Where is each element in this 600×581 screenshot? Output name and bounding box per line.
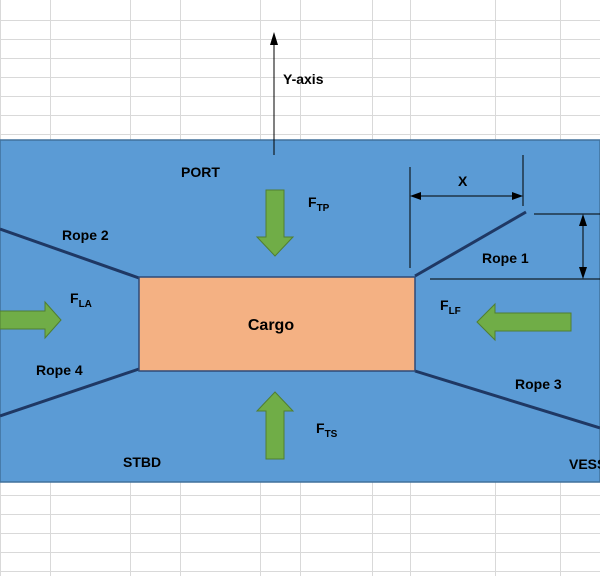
y-dimension-arrowhead-top [579, 214, 587, 226]
x-dimension-arrowhead-right [512, 192, 523, 200]
stbd-label: STBD [123, 454, 161, 470]
x-dimension-label: X [458, 173, 468, 189]
force-lf-label: FLF [440, 297, 461, 317]
force-tp-label: FTP [308, 194, 330, 214]
cargo-block [138, 276, 416, 372]
force-arrows [0, 189, 572, 460]
rope-4-label: Rope 4 [36, 362, 83, 378]
port-label: PORT [181, 164, 220, 180]
rope-1-label: Rope 1 [482, 250, 529, 266]
vessel-label: VESS [569, 456, 600, 472]
deck-labels: PORT STBD VESS Rope 1 Rope 2 Rope 3 Rope… [36, 164, 600, 472]
x-dimension-arrowhead-left [410, 192, 421, 200]
rope-1-line [414, 210, 527, 278]
y-dimension-arrowhead-bottom [579, 267, 587, 279]
force-tp-arrow [255, 189, 295, 257]
force-ts-subscript: TS [325, 429, 338, 440]
cargo-label: Cargo [248, 317, 294, 334]
force-labels: FTP FTS FLA FLF [70, 194, 461, 440]
force-ts-label: FTS [316, 420, 338, 440]
rope-3-label: Rope 3 [515, 376, 562, 392]
y-axis-arrowhead [270, 32, 278, 45]
force-lf-arrow [476, 302, 572, 342]
force-tp-subscript: TP [317, 203, 330, 214]
y-axis-label: Y-axis [283, 71, 324, 87]
y-axis: Y-axis [270, 32, 324, 155]
force-la-label: FLA [70, 290, 92, 310]
force-la-arrow [0, 300, 62, 340]
dimension-lines: X [409, 155, 600, 280]
rope-2-line [0, 227, 140, 280]
rope-2-label: Rope 2 [62, 227, 109, 243]
ropes [0, 210, 600, 430]
force-ts-arrow [255, 391, 295, 460]
rope-3-line [414, 369, 600, 430]
rope-4-line [0, 367, 140, 418]
force-lf-subscript: LF [449, 306, 461, 317]
force-la-subscript: LA [79, 299, 92, 310]
